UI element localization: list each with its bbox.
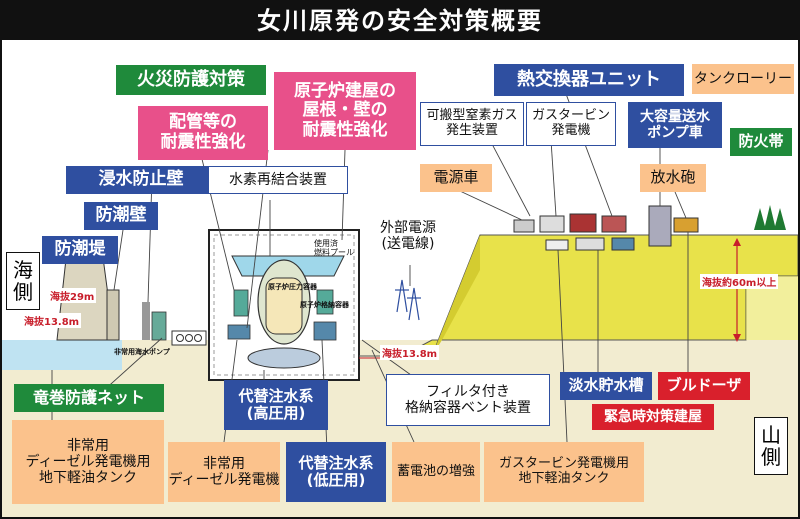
power-vehicle-callout: 電源車: [420, 164, 492, 192]
roof-wall-seismic-callout: 原子炉建屋の 屋根・壁の 耐震性強化: [274, 72, 416, 150]
page-title: 女川原発の安全対策概要: [257, 7, 543, 35]
water-cannon-callout: 放水砲: [640, 164, 706, 192]
reactor-vessel-label: 原子炉圧力容器: [268, 283, 317, 291]
tide-embankment-callout: 防潮堤: [42, 236, 118, 264]
tide-wall-shape: [106, 289, 120, 341]
gas-turbine-tank-callout: ガスタービン発電機用 地下軽油タンク: [484, 442, 644, 502]
tide-wall-callout: 防潮壁: [84, 202, 158, 230]
piping-seismic-callout: 配管等の 耐震性強化: [138, 106, 268, 160]
breakwater-elevation: 海抜29m: [48, 288, 97, 303]
emergency-diesel-tank-callout: 非常用 ディーゼル発電機用 地下軽油タンク: [12, 420, 164, 504]
flood-barrier-callout: 浸水防止壁: [66, 166, 216, 194]
sea-area: [2, 340, 122, 370]
vehicles: [513, 205, 699, 251]
hydrogen-recombiner-callout: 水素再結合装置: [208, 166, 348, 194]
containment-vessel-label: 原子炉格納容器: [300, 301, 349, 309]
gas-turbine-generator-callout: ガスタービン 発電機: [526, 102, 616, 146]
filter-vent-callout: フィルタ付き 格納容器ベント装置: [386, 374, 550, 426]
mountain-side-label: 山 側: [754, 417, 788, 475]
emergency-building-callout: 緊急時対策建屋: [592, 404, 714, 430]
tank-lorry-callout: タンクローリー: [692, 64, 794, 94]
sea-side-label: 海 側: [6, 252, 40, 310]
large-pump-truck-callout: 大容量送水 ポンプ車: [628, 102, 722, 148]
external-power-callout: 外部電源 (送電線): [364, 210, 452, 262]
fire-protection-callout: 火災防護対策: [116, 65, 266, 95]
seawater-pump-label: 非常用海水ポンプ: [114, 348, 170, 356]
portable-nitrogen-callout: 可搬型窒素ガス 発生装置: [420, 102, 524, 146]
fire-belt-callout: 防火帯: [730, 128, 792, 156]
emergency-diesel-generator-callout: 非常用 ディーゼル発電機: [168, 442, 280, 502]
fire-belt-trees: [754, 205, 786, 230]
fresh-water-tank-callout: 淡水貯水槽: [560, 372, 652, 400]
flood-barrier-shape: [142, 302, 150, 340]
heat-exchanger-callout: 熱交換器ユニット: [494, 64, 684, 96]
title-bar: 女川原発の安全対策概要: [2, 2, 798, 40]
seawater-pump-shape: [151, 311, 167, 341]
alt-injection-high-callout: 代替注水系 (高圧用): [224, 380, 328, 430]
tornado-net-shape: [171, 330, 207, 346]
high-ground-elevation: 海抜約60m以上: [700, 274, 779, 289]
battery-upgrade-callout: 蓄電池の増強: [392, 442, 480, 502]
platform-elevation: 海抜13.8m: [380, 345, 440, 360]
transmission-towers: [395, 279, 421, 321]
ground-elevation: 海抜13.8m: [22, 313, 82, 328]
bulldozer-callout: ブルドーザ: [658, 372, 750, 400]
tornado-net-callout: 竜巻防護ネット: [14, 384, 164, 412]
spent-pool-label: 使用済 燃料プール: [314, 239, 354, 257]
alt-injection-low-callout: 代替注水系 (低圧用): [286, 442, 386, 502]
reactor-vessel-shape: [265, 277, 303, 335]
